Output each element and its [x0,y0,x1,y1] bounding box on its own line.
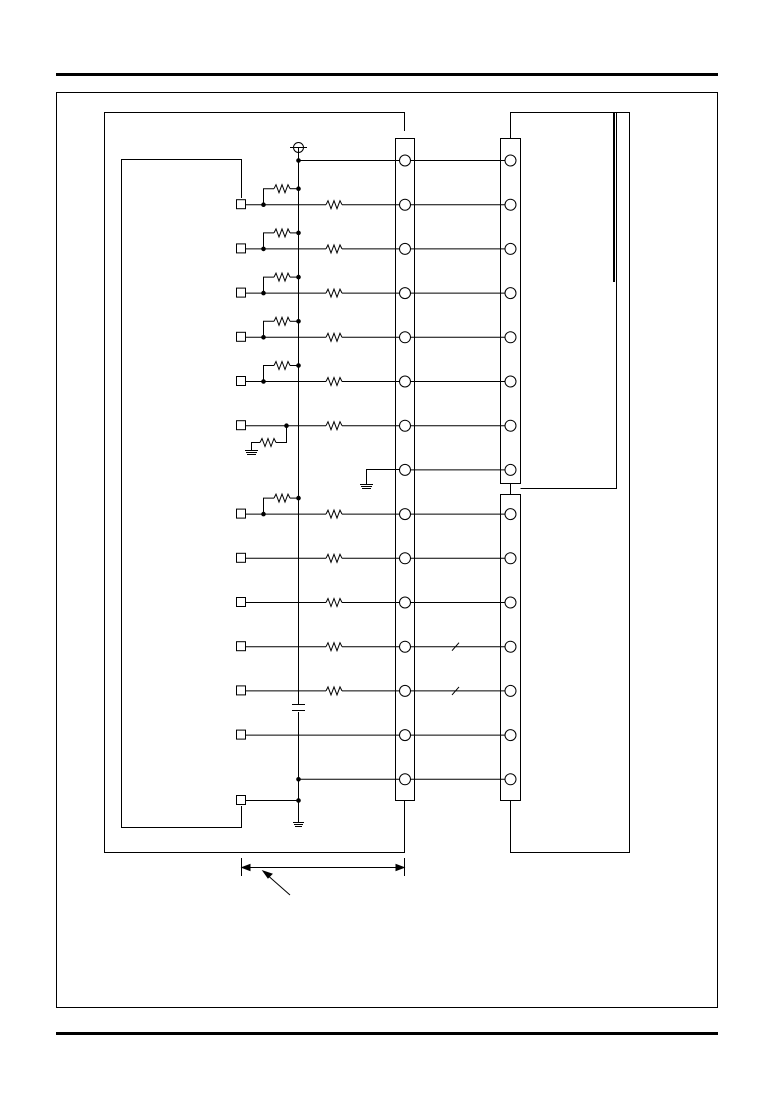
module-pad [236,685,246,696]
pin8-ground [360,469,405,489]
right-connector-pin [504,287,517,300]
pullup-resistor [273,360,291,371]
series-resistor [325,199,343,211]
right-connector-upper [500,138,521,484]
pullup-wire [263,365,274,382]
left-connector-pin [399,463,411,476]
left-connector-pin [399,729,411,742]
right-connector-pin [504,242,517,255]
series-resistor [325,243,343,255]
module-pad [236,376,246,386]
pulldown-resistor-row6 [245,425,287,455]
left-connector-pin [399,596,411,609]
power-supply-symbol [290,142,307,153]
junction-dot [296,274,301,280]
inner-module-outline [121,159,242,828]
bypass-capacitor [292,704,305,711]
module-pad [236,552,246,563]
right-connector-pin [504,375,517,388]
pullup-resistor [273,315,291,327]
junction-dot [296,495,301,501]
series-resistor [325,641,343,653]
junction-dot [296,798,301,803]
left-connector-pin [399,773,411,786]
right-connector-pin [504,331,517,344]
left-connector-pin [399,684,411,697]
left-connector-pin [399,154,411,167]
junction-dot [296,158,301,163]
junction-dot [296,777,301,782]
footer-rule [56,1032,718,1035]
module-pad [236,641,246,652]
right-connector-pin [504,463,517,476]
figure-frame [56,92,718,1008]
series-resistor [325,508,343,520]
pullup-wire [263,188,274,205]
module-pad [236,243,246,254]
series-resistor [325,287,343,299]
junction-dot [296,319,301,324]
right-connector-pin [504,419,517,432]
right-board-outline [510,112,630,853]
pullup-resistor [273,183,291,195]
right-connector-pin [504,198,517,211]
series-resistor [325,552,343,564]
left-connector-pin [399,198,411,211]
left-connector-pin [399,640,411,653]
pullup-resistor [273,271,291,283]
series-resistor [325,420,343,432]
right-connector-pin [504,640,517,653]
pullup-wire [263,497,274,515]
module-pad [236,729,246,740]
right-connector-pin [504,508,517,521]
left-connector-pin [399,508,411,521]
break-mark [451,686,460,696]
junction-dot [296,230,301,236]
series-resistor [325,376,343,387]
left-connector-pin [399,375,411,388]
module-pad [236,199,246,210]
series-resistor [325,685,343,697]
pullup-wire [263,232,274,249]
dimension-arrow [240,858,406,876]
pullup-resistor [273,492,291,504]
left-connector-pin [399,242,411,255]
module-pad [236,508,246,519]
left-board-outline [104,112,405,853]
left-connector-pin [399,419,411,432]
break-mark [451,642,460,652]
left-connector-pin [399,552,411,565]
module-pad [236,287,246,298]
right-board-inner-line [520,112,617,489]
pullup-wire [263,276,274,294]
header-rule [56,73,718,76]
right-connector-pin [504,729,517,742]
module-pad [236,795,246,805]
series-resistor [325,331,343,343]
right-connector-pin [504,154,517,167]
series-resistor [325,597,343,608]
module-pad [236,597,246,607]
right-connector-pin [504,684,517,697]
left-connector-pin [399,331,411,344]
right-connector-pin [504,596,517,609]
pullup-resistor [273,227,291,239]
module-pad [236,331,246,342]
module-pad [236,420,246,431]
junction-dot [284,423,289,429]
left-connector-pin [399,287,411,300]
bus-ground-symbol [293,822,304,827]
right-connector-pin [504,552,517,565]
junction-dot [296,363,301,368]
callout-leader [261,870,291,896]
junction-dot [296,186,301,191]
pullup-wire [263,320,274,338]
right-connector-pin [504,773,517,786]
